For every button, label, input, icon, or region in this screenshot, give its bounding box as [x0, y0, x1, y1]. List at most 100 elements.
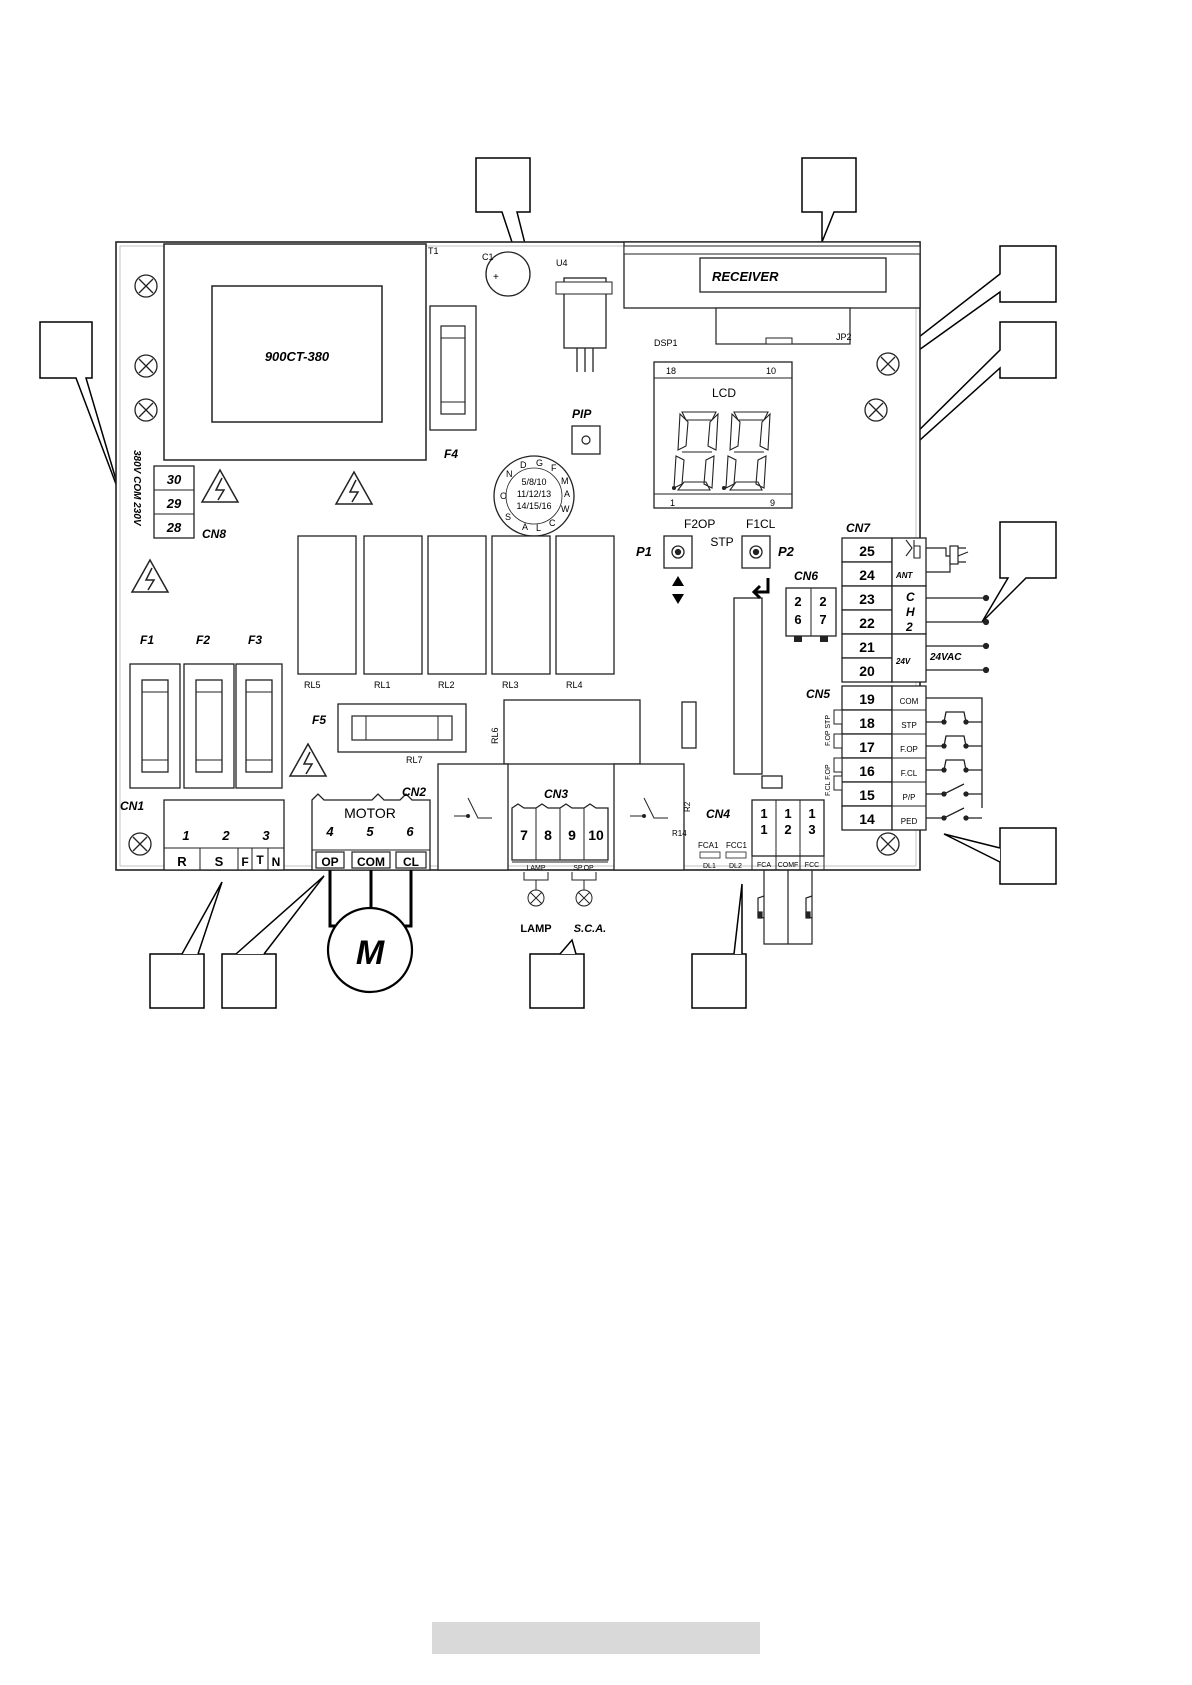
relay-rl5-label: RL5: [304, 680, 321, 690]
cn5-ped-label: PED: [901, 817, 918, 826]
resistor-r2-label: R2: [683, 801, 692, 812]
cn4-comf-label: COMF: [778, 862, 799, 869]
cn2-com-label: COM: [357, 855, 385, 869]
cn1-s-label: S: [215, 854, 224, 869]
cn8-voltage-label: 380V COM 230V: [131, 450, 142, 527]
connector-cn3: CN3 7 8 9 10 LAMP SP.OP. LAMP S.C.A.: [511, 787, 609, 935]
cn3-lamp-label: LAMP: [520, 923, 551, 935]
svg-text:+: +: [493, 272, 499, 283]
cn7-ch-letter-c: C: [906, 590, 915, 604]
transformer-label: 900CT-380: [265, 349, 330, 364]
relay-labels: RL5 RL1 RL2 RL3 RL4 RL6 RL7: [304, 680, 583, 765]
cn2-terminal-5: 5: [366, 824, 374, 839]
cn7-wiring: [926, 545, 990, 674]
warning-icon: [200, 468, 240, 503]
cn4-terminal-12-b: 2: [784, 822, 791, 837]
dial-a-bottom: A: [522, 522, 528, 532]
cn3-terminal-9: 9: [568, 827, 576, 843]
cn2-label: CN2: [402, 785, 426, 799]
mounting-screws: [128, 274, 900, 856]
button-stp-label: STP: [710, 535, 733, 549]
cn4-limit-switches: [757, 870, 813, 945]
display-lcd-label: LCD: [712, 386, 736, 400]
warning-icon: [288, 742, 328, 777]
pip-button: PIP: [571, 407, 601, 455]
fuse-f2-label: F2: [196, 633, 210, 647]
antenna-icon: [905, 539, 921, 559]
cn1-n-label: N: [272, 855, 281, 869]
warning-icon: [130, 558, 170, 593]
cn3-terminal-10: 10: [588, 827, 604, 843]
cn4-fca-label: FCA: [757, 862, 771, 869]
cn2-cl-label: CL: [403, 855, 419, 869]
callout-box-right-p2: [799, 321, 1057, 549]
motor-m-label: M: [356, 934, 385, 972]
fuse-f3-label: F3: [248, 633, 262, 647]
display-dsp1: DSP1 18 10 1 9 LCD: [653, 338, 793, 509]
relay-rl3-label: RL3: [502, 680, 519, 690]
callout-box-bottom-cn4: [691, 883, 747, 1009]
cn7-ch-number-2: 2: [905, 620, 913, 634]
display-pin-18: 18: [666, 366, 676, 376]
cn4-label: CN4: [706, 807, 730, 821]
connector-cn6: CN6 2 6 2 7: [785, 569, 837, 642]
dial-g: G: [536, 458, 543, 468]
cn4-terminal-13-a: 1: [808, 806, 815, 821]
seven-segment-digits: [671, 411, 771, 491]
cn2-terminal-4: 4: [325, 824, 334, 839]
connector-cn7: CN7 25 24 23 22 21 20 ANT C H 2 24V 24VA…: [841, 521, 990, 683]
switch-blocks: [437, 763, 685, 871]
display-pin-1: 1: [670, 498, 675, 508]
connector-cn2: CN2 MOTOR 4 5 6 OP COM CL M: [311, 785, 431, 994]
dial-s: S: [505, 512, 511, 522]
cn7-24vac-label: 24VAC: [929, 652, 962, 663]
cn5-switches: [926, 697, 983, 821]
callout-box-bottom-cn3: [529, 938, 585, 1009]
cn8-terminal-29: 29: [166, 496, 182, 511]
motor-symbol: [326, 906, 414, 994]
cn5-side-label-1: F.OP STP: [825, 715, 832, 746]
pip-label: PIP: [572, 407, 592, 421]
dial-d: D: [520, 460, 527, 470]
cn4-fcc1-label: FCC1: [726, 841, 747, 850]
cn6-terminal-26-a: 2: [794, 594, 801, 609]
callout-box-bottom-motor: [221, 875, 325, 1009]
button-p2-label: P2: [778, 544, 795, 559]
cn6-terminal-27-a: 2: [819, 594, 826, 609]
cn2-op-label: OP: [321, 855, 338, 869]
cn5-terminal-16: 16: [859, 763, 875, 779]
relay-rl2-label: RL2: [438, 680, 455, 690]
cn3-terminal-7: 7: [520, 827, 528, 843]
receiver-label: RECEIVER: [712, 269, 779, 284]
fuse-f1-label: F1: [140, 633, 154, 647]
dial-a-right: A: [564, 489, 570, 499]
up-down-arrow-icon: [672, 576, 684, 604]
cn7-ch-letter-h: H: [906, 605, 915, 619]
cn5-label: CN5: [806, 687, 830, 701]
button-f1cl-label: F1CL: [746, 517, 776, 531]
relay-rl6-label: RL6: [490, 727, 500, 744]
capacitor-label: C1: [482, 252, 494, 262]
cn7-label: CN7: [846, 521, 871, 535]
callout-box-right-cn5: [943, 827, 1057, 885]
regulator-u4: U4: [555, 258, 613, 372]
switch-block-symbols: [454, 797, 668, 819]
cn3-spop-label: SP.OP.: [573, 865, 595, 872]
fuse-f5: F5: [312, 703, 467, 753]
dial-row-1: 5/8/10: [521, 477, 546, 487]
button-p1-label: P1: [636, 544, 652, 559]
display-pin-9: 9: [770, 498, 775, 508]
dial-w: W: [561, 504, 570, 514]
jumper-label: JP2: [836, 332, 852, 342]
cn8-terminal-28: 28: [166, 520, 182, 535]
connector-cn5: CN5 19 18 17 16 15 14 COM STP F.OP F.CL …: [806, 685, 983, 831]
warning-triangles: [130, 468, 374, 777]
fuse-f4-label: F4: [444, 447, 458, 461]
cn5-pp-label: P/P: [903, 793, 916, 802]
enter-arrow-icon: [751, 578, 770, 600]
cn4-dl2-label: DL2: [729, 863, 742, 870]
cn3-sca-label: S.C.A.: [574, 923, 606, 935]
transformer: 900CT-380 T1: [163, 243, 439, 461]
dial-f: F: [551, 463, 557, 473]
